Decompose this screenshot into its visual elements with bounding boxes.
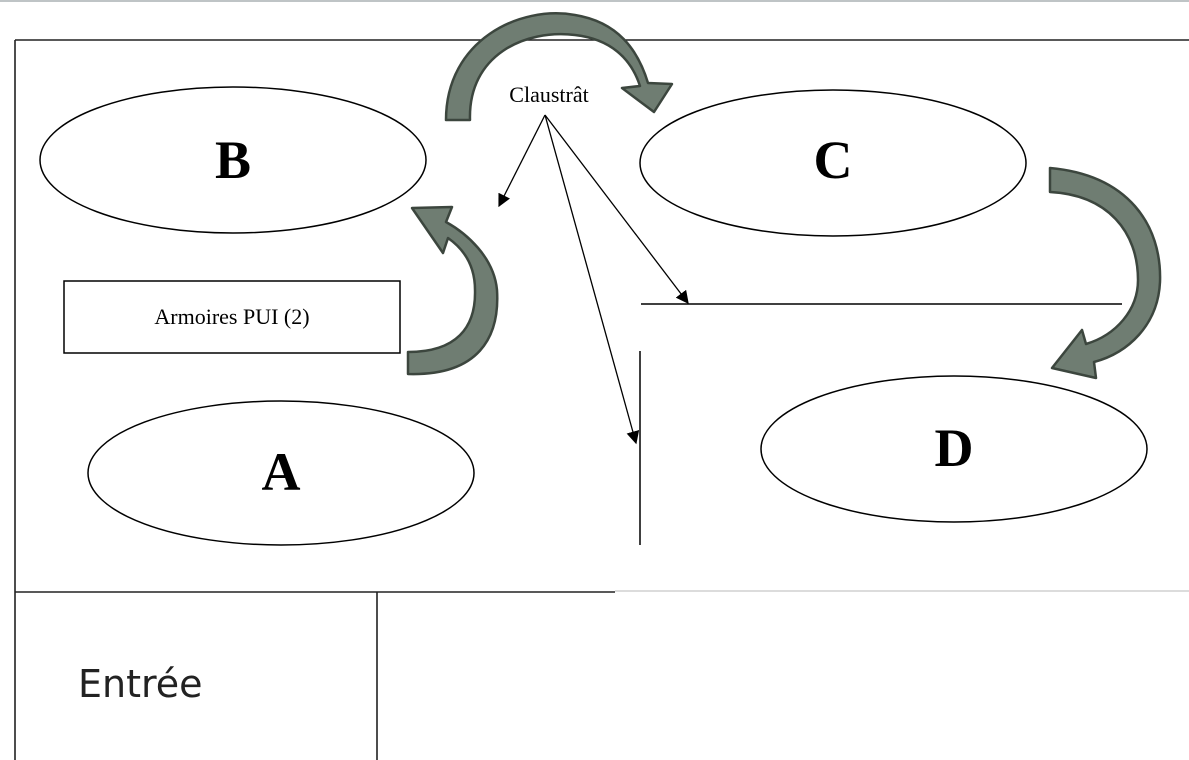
zone-c: C xyxy=(639,89,1027,237)
zone-b-ellipse xyxy=(39,86,427,234)
zone-d-label: D xyxy=(935,418,974,478)
claustrat-pointers xyxy=(498,114,689,445)
flow-arrow-top xyxy=(444,12,674,122)
zone-c-label: C xyxy=(814,130,853,190)
claustrat-walls xyxy=(639,303,1122,545)
claustrat-label-group: Claustrât xyxy=(490,80,608,108)
zone-c-ellipse xyxy=(639,89,1027,237)
armoires-label: Armoires PUI (2) xyxy=(154,304,309,329)
armoires-box: Armoires PUI (2) xyxy=(63,280,401,354)
zone-d: D xyxy=(760,375,1148,523)
entree-label: Entrée xyxy=(78,662,203,706)
zone-a: A xyxy=(87,400,475,546)
zone-d-ellipse xyxy=(760,375,1148,523)
zone-a-ellipse xyxy=(87,400,475,546)
zone-b-label: B xyxy=(215,130,251,190)
zone-a-label: A xyxy=(262,442,301,502)
claustrat-label: Claustrât xyxy=(509,82,588,107)
top-rule xyxy=(0,0,1189,2)
zone-b: B xyxy=(39,86,427,234)
flow-arrow-a-to-b xyxy=(406,205,499,376)
flow-arrow-c-to-d xyxy=(1048,166,1162,380)
